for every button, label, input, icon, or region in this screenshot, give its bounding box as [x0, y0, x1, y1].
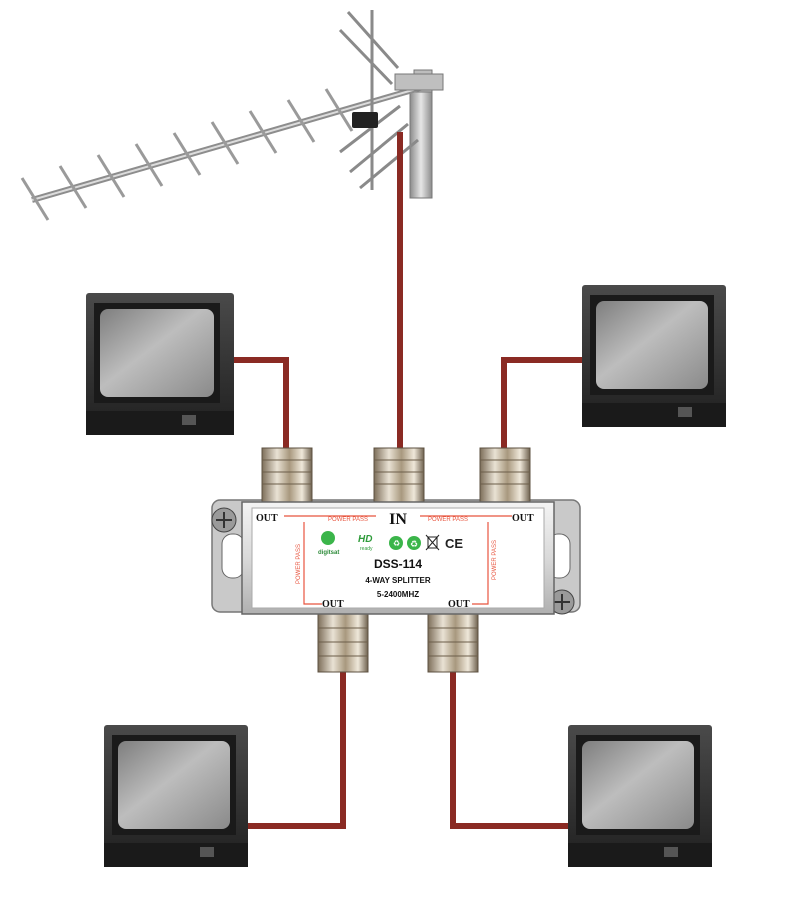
out-label-bottom-right: OUT — [448, 599, 470, 610]
weee-bin-icon — [425, 534, 440, 551]
power-pass-label-left: POWER PASS — [296, 544, 302, 584]
splitter: IN OUT OUT OUT OUT POWER PASS POWER PASS… — [211, 447, 581, 673]
tv-top-right — [582, 285, 726, 427]
tv-bottom-left — [104, 725, 248, 867]
f-connector-out-bottom-left — [317, 607, 369, 673]
antenna-elements — [20, 88, 354, 221]
tv-screen — [100, 309, 214, 397]
model-number: DSS-114 — [374, 557, 422, 571]
ce-mark: CE — [445, 536, 463, 551]
coax-cables — [230, 132, 582, 829]
out-label-top-left: OUT — [256, 513, 278, 524]
svg-text:♻: ♻ — [410, 539, 418, 549]
frequency-range: 5-2400MHZ — [377, 590, 419, 599]
power-pass-label-top-left: POWER PASS — [328, 517, 368, 523]
screw-icon — [211, 507, 237, 533]
f-connector-out-top-left — [261, 447, 313, 505]
antenna-reflector — [338, 10, 419, 190]
f-connector-out-top-right — [479, 447, 531, 505]
splitter-label-plate — [251, 507, 545, 609]
cable-out-top-left — [230, 357, 289, 450]
f-connector-out-bottom-right — [427, 607, 479, 673]
cable-out-top-right — [501, 357, 582, 450]
hd-ready-badge: HD ready — [358, 534, 373, 552]
splitter-type: 4-WAY SPLITTER — [365, 576, 431, 585]
out-label-bottom-left: OUT — [322, 599, 344, 610]
power-pass-label-right: POWER PASS — [492, 540, 498, 580]
screw-icon — [549, 589, 575, 615]
eco-icon — [389, 536, 403, 550]
tv-screen — [596, 301, 708, 389]
recycle-icon — [407, 536, 421, 550]
tv-screen — [582, 741, 694, 829]
cable-out-bottom-left — [248, 670, 346, 829]
tv-bottom-right — [568, 725, 712, 867]
in-label: IN — [389, 511, 407, 528]
svg-text:HD: HD — [358, 534, 372, 545]
power-pass-lines — [284, 515, 512, 605]
svg-text:ready: ready — [360, 546, 373, 552]
f-connector-in — [373, 447, 425, 505]
antenna-dipole-box — [352, 112, 378, 128]
out-label-top-right: OUT — [512, 513, 534, 524]
cable-out-bottom-right — [450, 670, 568, 829]
svg-text:♻: ♻ — [393, 539, 400, 548]
brand-name: digitsat — [318, 550, 339, 556]
tv-screen — [118, 741, 230, 829]
power-pass-label-top-right: POWER PASS — [428, 517, 468, 523]
brand-logo: digitsat — [318, 531, 339, 556]
tv-top-left — [86, 293, 234, 435]
antenna — [20, 10, 444, 221]
